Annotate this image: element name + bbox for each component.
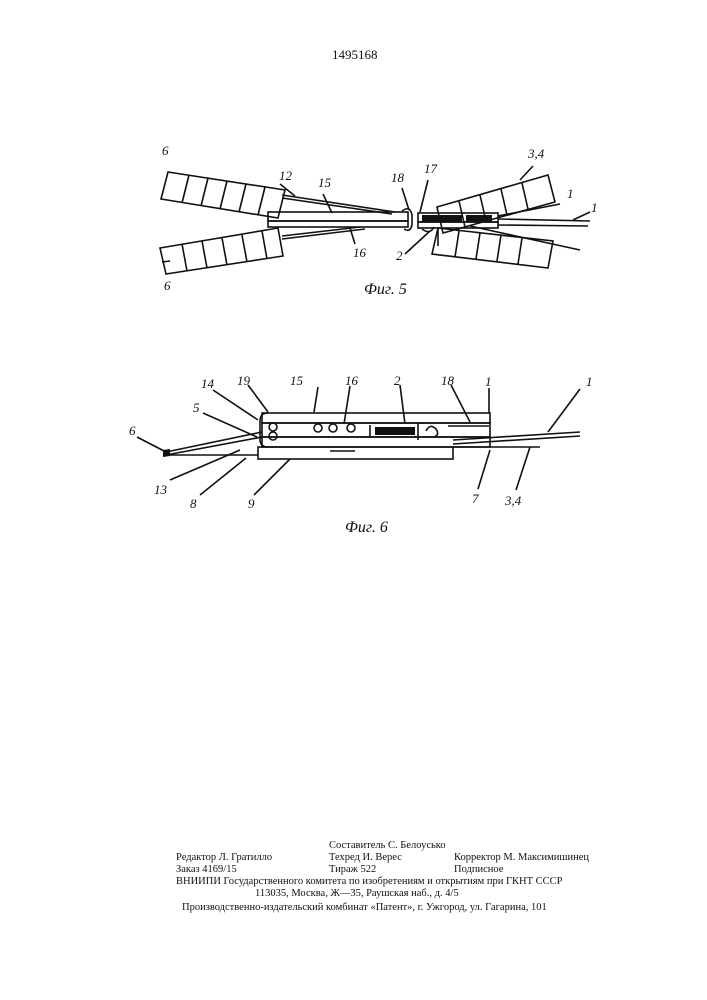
footer-editor: Редактор Л. Гратилло [176,852,272,863]
fig6-label-15: 15 [290,373,303,389]
fig6-label-18: 18 [441,373,454,389]
footer-publisher: Производственно-издательский комбинат «П… [182,902,547,913]
footer-subscription: Подписное [454,864,503,875]
fig6-label-3-4: 3,4 [505,493,521,509]
fig6-label-14: 14 [201,376,214,392]
footer-compiler: Составитель С. Белоусько [329,840,446,851]
fig6-label-16: 16 [345,373,358,389]
fig6-label-6: 6 [129,423,136,439]
fig6-label-7: 7 [472,491,479,507]
fig6-label-5: 5 [193,400,200,416]
fig6-label-19: 19 [237,373,250,389]
footer-corrector: Корректор М. Максимишинец [454,852,589,863]
footer-order: Заказ 4169/15 [176,864,237,875]
fig6-label-13: 13 [154,482,167,498]
figure-6-drawing [0,0,707,560]
footer-techred: Техред И. Верес [329,852,402,863]
footer-circulation: Тираж 522 [329,864,376,875]
fig6-label-9: 9 [248,496,255,512]
fig6-label-1-a: 1 [485,374,492,390]
fig6-caption: Фиг. 6 [345,519,388,537]
footer-address: 113035, Москва, Ж—35, Раушская наб., д. … [255,888,459,899]
fig6-label-8: 8 [190,496,197,512]
fig6-label-1-b: 1 [586,374,593,390]
fig6-label-2: 2 [394,373,401,389]
footer-institute: ВНИИПИ Государственного комитета по изоб… [176,876,563,887]
